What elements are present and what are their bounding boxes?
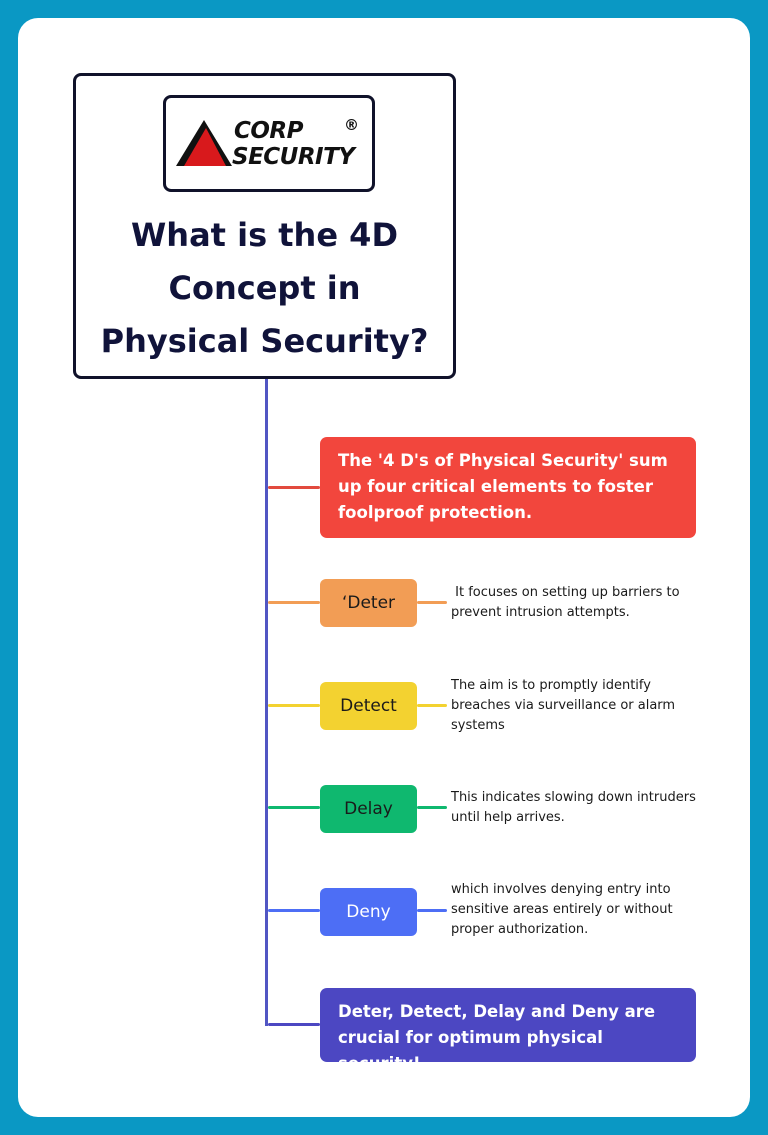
conclusion-text: Deter, Detect, Delay and Deny are crucia… [338,1002,656,1073]
conclusion-box: Deter, Detect, Delay and Deny are crucia… [320,988,696,1073]
page-title: What is the 4D Concept in Physical Secur… [76,209,453,368]
deter-description: It focuses on setting up barriers to pre… [451,585,684,620]
intro-branch [268,486,320,489]
deny-description: which involves denying entry into sensit… [451,882,673,937]
title-line-1: What is the 4D [130,216,398,254]
detect-label: Detect [340,696,397,716]
detect-description: The aim is to promptly identify breaches… [451,678,676,733]
delay-pill: Delay [320,785,417,833]
detect-branch [268,704,320,707]
delay-label: Delay [344,799,393,819]
deter-branch [268,601,320,604]
deny-label: Deny [346,902,391,922]
detect-connector [417,704,447,707]
intro-text: The '4 D's of Physical Security' sum up … [338,451,668,522]
deter-pill: ‘Deter [320,579,417,627]
deter-connector [417,601,447,604]
delay-branch [268,806,320,809]
registered-mark: ® [344,116,359,134]
logo-triangle-icon [176,120,232,166]
detect-pill: Detect [320,682,417,730]
delay-connector [417,806,447,809]
logo-text-corp: CORP [234,118,304,144]
title-line-3: Physical Security? [100,322,429,360]
intro-box: The '4 D's of Physical Security' sum up … [320,437,696,538]
deny-pill: Deny [320,888,417,936]
corp-security-logo: CORP SECURITY ® [163,95,375,192]
delay-description: This indicates slowing down intruders un… [451,790,696,825]
trunk-line [265,379,268,1026]
conclusion-branch [268,1023,320,1026]
deter-label: ‘Deter [341,593,396,613]
deny-branch [268,909,320,912]
title-box: CORP SECURITY ® What is the 4D Concept i… [73,73,456,379]
logo-text-security: SECURITY [232,144,355,170]
deny-connector [417,909,447,912]
title-line-2: Concept in [168,269,361,307]
